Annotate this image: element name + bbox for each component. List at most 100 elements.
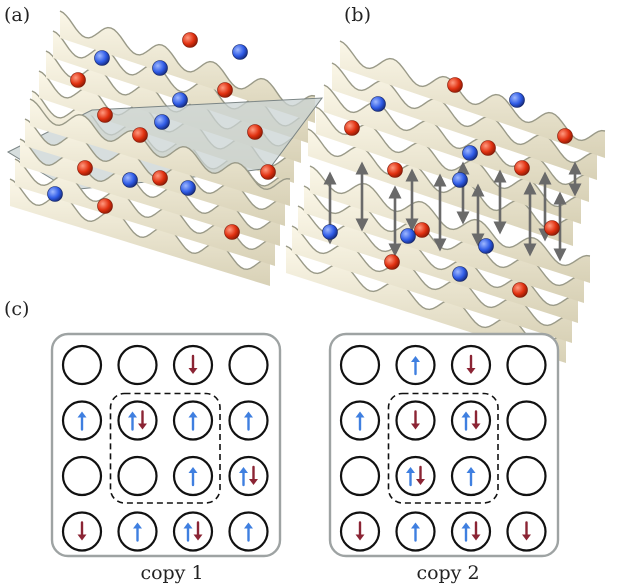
atom-blue <box>94 50 110 66</box>
atom-blue <box>452 266 468 282</box>
atom-blue <box>152 60 168 76</box>
atom-red <box>512 282 528 298</box>
spin-down-arrow-head <box>471 423 481 430</box>
site-circle <box>172 511 214 552</box>
lattice-site <box>395 344 436 386</box>
panel-c-spin-grids <box>50 332 560 558</box>
lattice-ridge-fill <box>310 166 590 283</box>
lattice-site <box>228 511 269 552</box>
plaquette-outline <box>109 392 221 504</box>
spin-up-arrow-head <box>411 522 420 529</box>
atom-red <box>480 140 496 156</box>
atom-red <box>217 82 233 98</box>
atom-red <box>344 120 360 136</box>
lower-lattice-sheet <box>9 98 291 286</box>
spin-down-arrow-head <box>193 534 203 541</box>
atom-red <box>97 107 113 123</box>
spin-down-arrow-head <box>416 479 425 485</box>
lattice-site <box>117 344 158 386</box>
atom-red <box>247 124 263 140</box>
plaquette-outline <box>387 392 499 504</box>
atom-red <box>514 160 530 176</box>
atom-blue <box>122 172 138 188</box>
lattice-site <box>506 344 547 386</box>
atom-red <box>132 127 148 143</box>
atom-red <box>447 77 463 93</box>
site-circle <box>395 455 436 497</box>
lattice-site <box>450 455 492 497</box>
lattice-site <box>395 455 436 497</box>
spin-down-arrow-head <box>471 534 481 541</box>
copy-1-caption: copy 1 <box>140 562 204 584</box>
lattice-site <box>228 344 269 386</box>
panel-label-c: (c) <box>4 298 30 320</box>
spin-down-arrow-head <box>188 368 198 374</box>
lattice-ridge-fill <box>60 11 315 123</box>
lattice-ridge-fill <box>304 186 584 303</box>
atom-blue <box>509 92 525 108</box>
lattice-site <box>395 511 436 552</box>
site-circle <box>117 400 158 441</box>
lattice-site <box>506 511 547 552</box>
spin-down-arrow-head <box>138 423 147 430</box>
atom-red <box>77 160 93 176</box>
atom-blue <box>180 180 196 196</box>
lattice-ridge-fill <box>30 99 290 206</box>
atom-blue <box>154 114 170 130</box>
lattice-site <box>172 344 214 386</box>
site-circle <box>339 344 381 386</box>
atom-blue <box>47 186 63 202</box>
lattice-ridge-fill <box>15 159 275 266</box>
lattice-site <box>172 455 214 497</box>
copy-1-panel <box>50 332 282 558</box>
lattice-ridge-line <box>339 40 606 142</box>
lattice-site <box>228 455 269 497</box>
site-circle <box>450 511 492 552</box>
lattice-site <box>395 400 436 441</box>
panel-b-lattice <box>285 40 606 363</box>
lattice-site <box>172 511 214 552</box>
site-circle <box>228 455 269 497</box>
lattice-site <box>450 400 492 441</box>
spin-up-arrow-head <box>188 467 198 473</box>
atom-red <box>544 220 560 236</box>
site-circle <box>450 400 492 441</box>
lattice-site <box>339 511 381 552</box>
spin-down-arrow-head <box>249 479 258 485</box>
lattice-site <box>228 400 269 441</box>
copy-1-frame <box>50 332 282 558</box>
lattice-site <box>339 344 381 386</box>
spin-down-arrow-head <box>522 534 531 541</box>
lattice-site <box>450 511 492 552</box>
atom-red <box>557 128 573 144</box>
lattice-ridge-fill <box>316 107 581 224</box>
lattice-site <box>339 455 381 497</box>
copy-2-caption: copy 2 <box>416 562 480 584</box>
atom-blue <box>232 44 248 60</box>
lattice-site <box>61 455 103 497</box>
atom-blue <box>370 96 386 112</box>
lattice-site <box>61 400 103 441</box>
spin-up-arrow-head <box>406 467 415 473</box>
atom-blue <box>322 224 338 240</box>
site-circle <box>61 344 103 386</box>
atom-red <box>152 170 168 186</box>
site-circle <box>506 344 547 386</box>
lattice-ridge-line <box>29 98 291 191</box>
spin-up-arrow-head <box>461 411 471 418</box>
site-circle <box>506 455 547 497</box>
panel-a-lattice <box>6 10 324 286</box>
atom-blue <box>462 145 478 161</box>
atom-red <box>260 164 276 180</box>
spin-down-arrow-head <box>77 534 87 541</box>
lattice-ridge-fill <box>10 179 270 286</box>
copy-2-panel <box>328 332 560 558</box>
lattice-site <box>506 400 547 441</box>
atom-red <box>387 162 403 178</box>
site-circle <box>117 344 158 386</box>
site-circle <box>506 400 547 441</box>
site-circle <box>117 455 158 497</box>
atom-red <box>414 222 430 238</box>
spin-up-arrow-head <box>133 522 142 529</box>
lattice-ridge-fill <box>292 226 572 343</box>
